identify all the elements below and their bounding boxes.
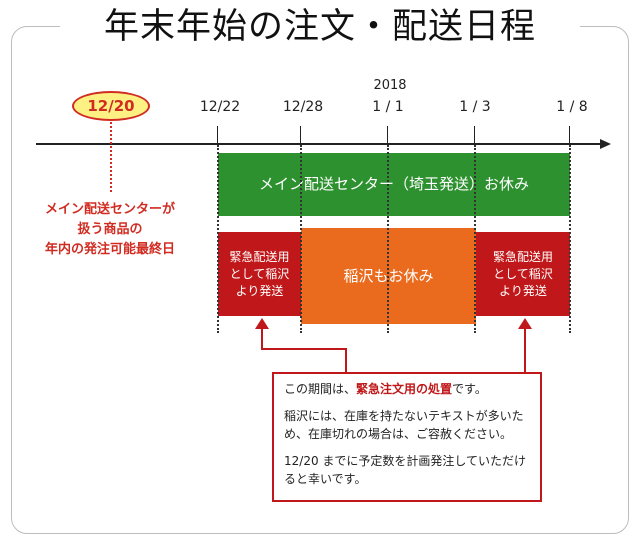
timeline-arrow-icon	[600, 139, 611, 149]
callout-line-2: 稲沢には、在庫を持たないテキストが多いため、在庫切れの場合は、ご容赦ください。	[284, 409, 524, 441]
tick-0103	[474, 126, 475, 144]
emergency-right-line: として稲沢	[493, 266, 553, 281]
deadline-note-line: メイン配送センターが	[44, 202, 175, 217]
callout-box: この期間は、緊急注文用の処置です。 稲沢には、在庫を持たないテキストが多いため、…	[272, 372, 542, 502]
guide-line-1222	[217, 145, 219, 333]
deadline-note-line: 年内の発注可能最終日	[44, 242, 175, 257]
date-label-0103: 1 / 3	[459, 99, 491, 115]
guide-line-0101	[387, 145, 389, 333]
emergency-left-line: 緊急配送用	[229, 249, 290, 264]
date-label-0108: 1 / 8	[556, 99, 588, 115]
emergency-shipping-left: 緊急配送用 として稲沢 より発送	[218, 232, 301, 316]
guide-line-1228	[300, 145, 302, 333]
emergency-left-line: より発送	[235, 283, 284, 298]
year-label: 2018	[373, 78, 407, 93]
tick-0101	[387, 126, 388, 144]
timeline-axis	[36, 143, 602, 145]
deadline-note: メイン配送センターが 扱う商品の 年内の発注可能最終日	[20, 200, 200, 260]
deadline-date-badge: 12/20	[72, 91, 150, 121]
emergency-right-line: より発送	[499, 283, 547, 298]
callout-highlight: 緊急注文用の処置	[356, 382, 453, 396]
emergency-left-line: として稲沢	[229, 266, 290, 281]
date-label-1228: 12/28	[282, 99, 324, 115]
emergency-shipping-right: 緊急配送用 として稲沢 より発送	[476, 232, 570, 316]
deadline-dotted-line	[110, 122, 112, 192]
callout-line-3: 12/20 までに予定数を計画発注していただけると幸いです。	[284, 454, 527, 486]
guide-line-0108	[569, 145, 571, 333]
tick-0108	[569, 126, 570, 144]
callout-text: です。	[452, 382, 487, 396]
deadline-note-line: 扱う商品の	[77, 222, 143, 237]
emergency-right-line: 緊急配送用	[492, 249, 553, 264]
tick-1228	[300, 126, 301, 144]
connector-left-horizontal	[261, 348, 347, 350]
arrow-up-icon	[518, 318, 532, 329]
callout-text: この期間は、	[284, 382, 357, 396]
connector-right-vertical	[524, 328, 526, 373]
arrow-up-icon	[255, 318, 269, 329]
callout-line-1: この期間は、緊急注文用の処置です。	[284, 380, 530, 398]
date-label-1222: 12/22	[199, 99, 241, 115]
main-center-closed-bar: メイン配送センター（埼玉発送）お休み	[218, 153, 570, 216]
guide-line-0103	[474, 145, 476, 333]
connector-left-vertical	[261, 328, 263, 350]
date-label-0101: 1 / 1	[372, 99, 404, 115]
tick-1222	[217, 126, 218, 144]
page-title: 年末年始の注文・配送日程	[60, 2, 580, 52]
connector-left-drop	[345, 348, 347, 373]
